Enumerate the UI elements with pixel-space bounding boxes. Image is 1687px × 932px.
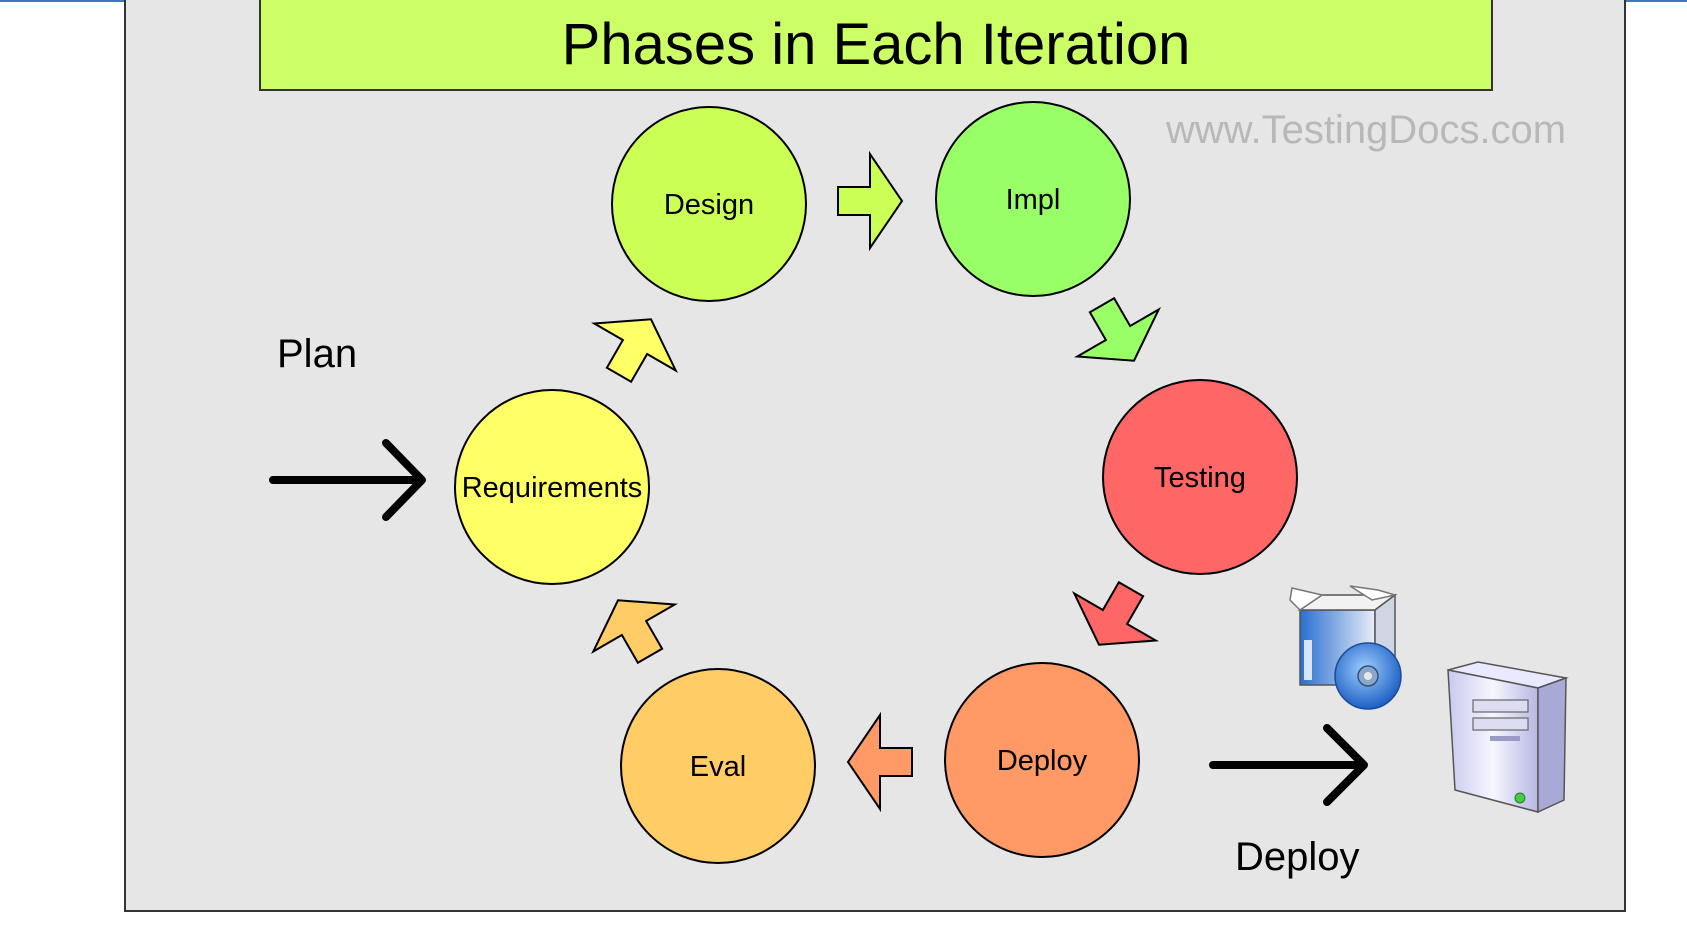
deploy-output-arrow (1209, 724, 1368, 806)
plan-arrow (269, 439, 426, 521)
phase-requirements: Requirements (454, 389, 650, 585)
arrow-design-to-impl (837, 150, 904, 252)
phase-label: Testing (1154, 462, 1246, 494)
phase-circle (944, 662, 1140, 858)
phase-circle (1102, 379, 1298, 575)
server-tower-icon (1447, 661, 1569, 814)
arrow-eval-to-requirements (590, 599, 679, 665)
plan-label: Plan (277, 332, 358, 376)
phase-label: Eval (690, 751, 746, 783)
phase-testing: Testing (1102, 379, 1298, 575)
phase-circle (620, 668, 816, 864)
cd-disc-icon (1334, 642, 1402, 710)
phase-impl: Impl (935, 101, 1131, 297)
phase-label: Impl (1006, 184, 1061, 216)
phase-label: Deploy (997, 745, 1088, 777)
phase-eval: Eval (620, 668, 816, 864)
arrow-testing-to-deploy (1071, 580, 1160, 646)
title-bar: Phases in Each Iteration (259, 0, 1493, 91)
phase-circle (454, 389, 650, 585)
phase-design: Design (611, 106, 807, 302)
phase-circle (611, 106, 807, 302)
phase-circle (935, 101, 1131, 297)
arrow-requirements-to-design (590, 318, 679, 384)
phase-deploy: Deploy (944, 662, 1140, 858)
arrow-deploy-to-eval (846, 711, 913, 813)
phase-label: Requirements (462, 472, 643, 504)
deploy-label: Deploy (1235, 835, 1360, 879)
arrow-impl-to-testing (1073, 296, 1162, 362)
page-title: Phases in Each Iteration (561, 12, 1191, 77)
watermark: www.TestingDocs.com (1166, 108, 1567, 152)
phase-label: Design (664, 189, 754, 221)
